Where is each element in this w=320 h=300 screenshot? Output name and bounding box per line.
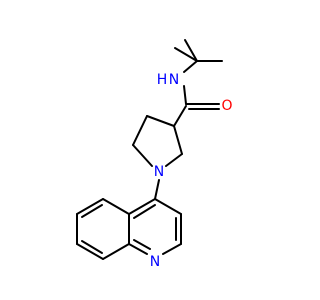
structure-canvas: N H O N N [76,39,233,270]
tbutyl-methyl-bond-top [184,39,198,62]
tbutyl-to-nh-bond [183,60,198,73]
amide-h-label: H [157,72,168,88]
pyrrolidine-bond-3 [132,144,153,167]
carbonyl-to-ring-bond [173,105,187,127]
pyrrolidine-bond-2 [132,115,148,146]
quinoline-bond-n-c8a-inner [133,239,151,250]
pyrrolidine-bond-1 [146,115,175,127]
benzo-bond-1 [102,198,130,215]
bonds [76,39,223,260]
benzo-bond-4-inner [81,240,103,254]
benzo-bond-4 [76,243,104,260]
quinoline-bond-n-c8a [128,243,148,255]
quinoline-bond-c2-n [162,243,182,255]
benzo-bond-2-inner [81,204,103,218]
tbutyl-methyl-bond-left [174,47,198,62]
molecule-structure: N H O N N [76,39,233,270]
pyrrolidine-bond-5 [173,125,183,155]
nh-to-carbonyl-bond [183,85,187,105]
quinoline-nitrogen-label: N [150,254,160,270]
pyrrolidine-nitrogen-label: N [154,164,164,180]
pyrrolidine-bond-4 [165,153,183,167]
benzo-bond-5 [102,243,130,260]
n-to-quinoline-bond [154,179,160,200]
quinoline-bond-c4a-c4-inner [133,204,156,219]
quinoline-bond-c4a-c4 [128,198,156,215]
carbonyl-oxygen-label: O [221,98,232,114]
atom-labels: N H O N N [150,72,233,270]
amide-n-label: N [169,72,179,88]
quinoline-bond-c4-c3 [154,198,182,215]
benzo-bond-2 [76,198,104,215]
